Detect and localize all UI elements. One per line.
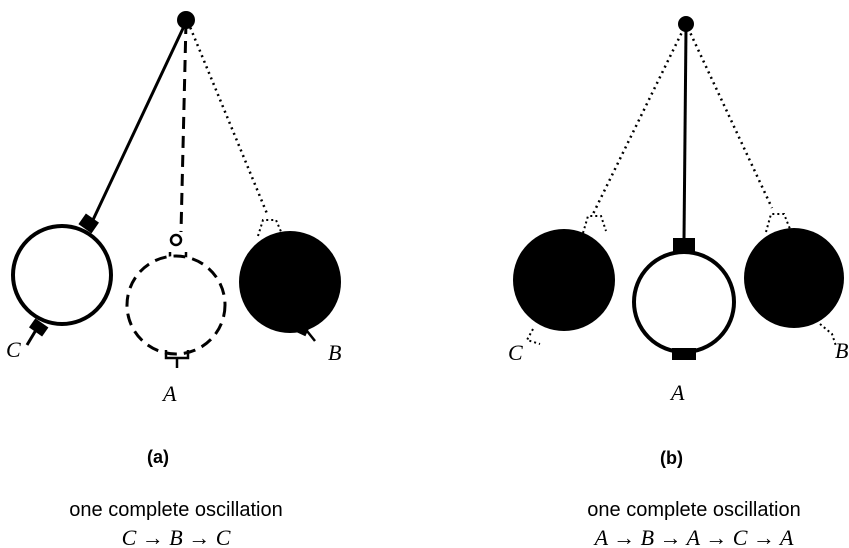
string-b-dotted [186, 21, 270, 217]
caption-b: (b) [660, 448, 683, 468]
label-a-b: A [669, 380, 685, 405]
bob-a [125, 233, 227, 368]
string-c-solid [90, 21, 188, 223]
label-c-b: C [508, 340, 523, 365]
label-c-a: C [6, 337, 21, 362]
bob-a-b [632, 238, 736, 360]
label-a-a: A [161, 381, 177, 406]
sequence-b: A → B → A → C → A [593, 525, 794, 548]
caption-a: (a) [147, 447, 169, 467]
pivot-b [678, 16, 694, 32]
bob-c-b [513, 215, 615, 345]
string-c-dotted [591, 27, 686, 215]
bob-c [11, 213, 113, 346]
description-a: one complete oscillation [69, 499, 282, 521]
description-b: one complete oscillation [587, 499, 800, 521]
string-a-solid [682, 27, 688, 241]
label-b-b: B [835, 338, 848, 363]
panel-b: C A B (b) one complete oscillation A → B… [508, 16, 848, 548]
label-b-a: B [328, 340, 341, 365]
string-a-dashed [179, 21, 188, 233]
panel-a: C A B (a) one complete oscillation C → B… [6, 11, 341, 548]
sequence-a: C → B → C [122, 525, 231, 548]
bob-b-b [744, 213, 844, 347]
bob-b [239, 219, 341, 342]
pivot-a [177, 11, 195, 29]
string-b-dotted [686, 27, 774, 209]
